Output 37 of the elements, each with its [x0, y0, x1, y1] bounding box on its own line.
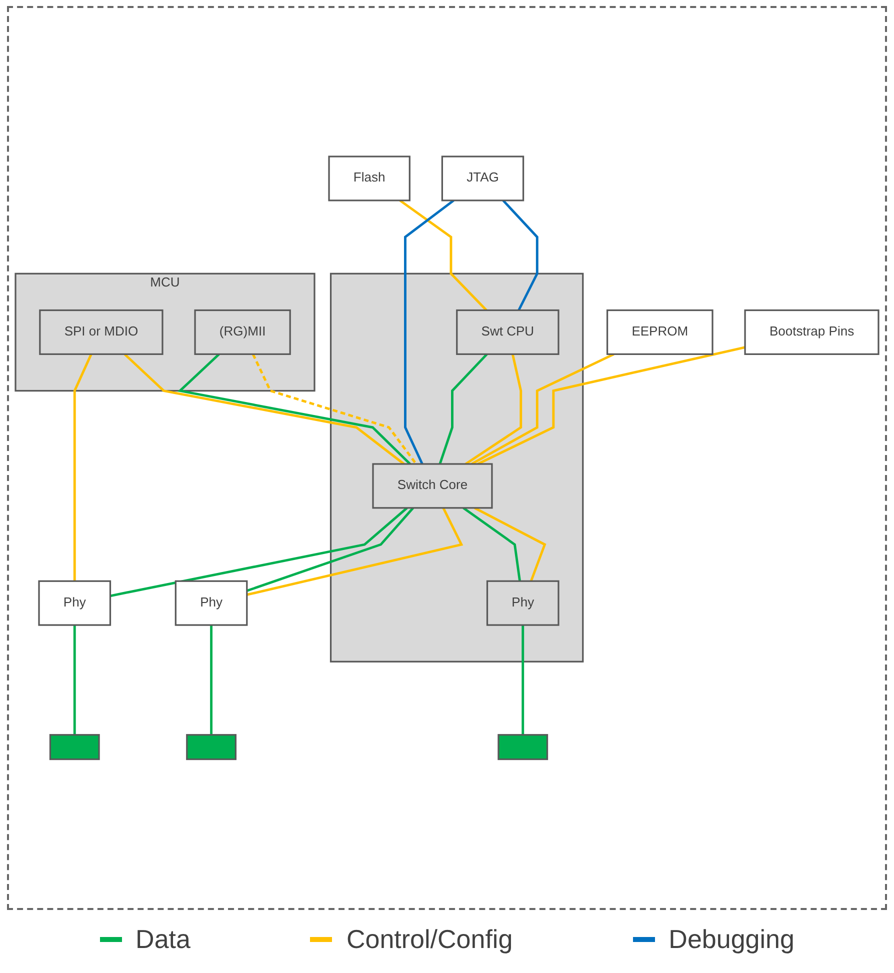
connector	[124, 353, 405, 466]
legend-label: Control/Config	[346, 924, 513, 955]
node-box	[49, 734, 100, 760]
node-box: Switch Core	[372, 463, 493, 509]
node-box	[186, 734, 236, 760]
connector	[462, 507, 522, 582]
connector	[522, 625, 524, 735]
node-box: Flash	[328, 156, 410, 202]
connector	[464, 354, 522, 466]
connector	[502, 200, 538, 311]
node-box: SPI or MDIO	[39, 310, 164, 356]
connector	[73, 354, 92, 582]
node-box: Phy	[38, 580, 112, 626]
legend-label: Data	[136, 924, 190, 955]
connector	[210, 625, 212, 735]
connector	[438, 353, 488, 464]
node-box: (RG)MII	[194, 310, 291, 356]
connector	[471, 353, 614, 466]
node-box: JTAG	[441, 156, 524, 202]
node-box: Swt CPU	[456, 310, 560, 356]
connector	[246, 507, 414, 592]
node-box: EEPROM	[606, 310, 714, 356]
connector	[252, 354, 418, 465]
connector	[246, 507, 464, 596]
connector	[477, 346, 746, 466]
node-box: Phy	[486, 580, 560, 626]
cluster	[330, 272, 584, 663]
connector	[177, 353, 411, 465]
connector	[110, 507, 408, 598]
connector	[399, 200, 488, 312]
legend-label: Debugging	[668, 924, 794, 955]
connector	[73, 625, 76, 735]
connector	[404, 200, 454, 465]
node-box	[498, 734, 548, 760]
node-box: Bootstrap Pins	[744, 310, 880, 356]
node-box: Phy	[174, 580, 248, 626]
connector	[474, 506, 546, 582]
